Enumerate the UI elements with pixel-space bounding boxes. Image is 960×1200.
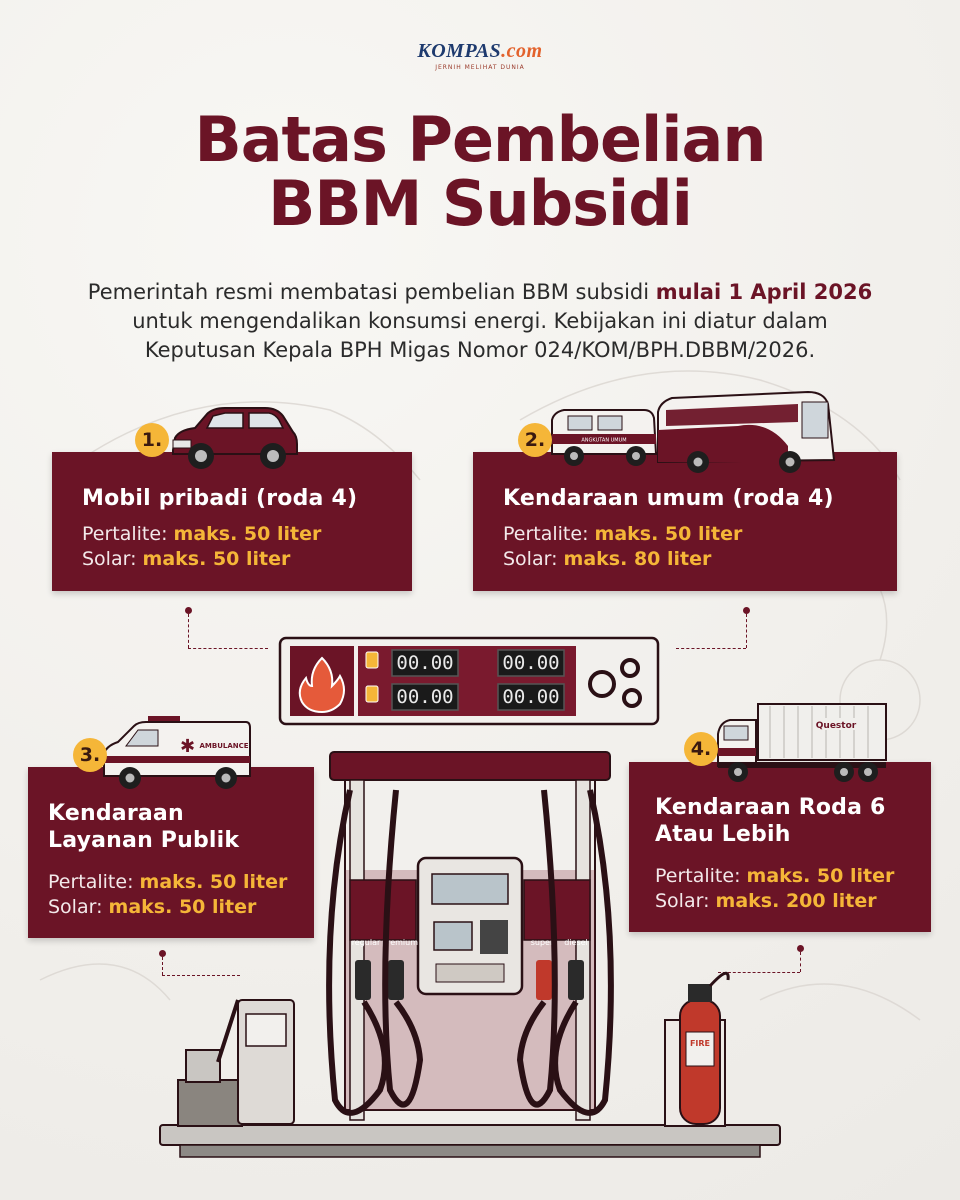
fuel-nozzles xyxy=(355,960,584,1000)
card-mobil-pribadi: Mobil pribadi (roda 4) Pertalite: maks. … xyxy=(52,452,412,591)
pertalite-label: Pertalite: xyxy=(82,523,168,545)
pertalite-label: Pertalite: xyxy=(48,871,134,893)
pertalite-limit: maks. 50 liter xyxy=(139,871,288,893)
solar-limit: maks. 50 liter xyxy=(108,896,257,918)
fuel-pump-illustration: 00.00 00.00 00.00 00.00 regular premium … xyxy=(159,636,781,1158)
connector-2-vertical xyxy=(746,614,747,648)
connector-pin-3 xyxy=(159,950,166,957)
ambulance-label: AMBULANCE xyxy=(199,742,248,750)
intro-line-3: Keputusan Kepala BPH Migas Nomor 024/KOM… xyxy=(144,338,816,362)
connector-1-vertical xyxy=(188,614,189,648)
van-label: ANGKUTAN UMUM xyxy=(581,438,626,444)
nozzle-label-super: super xyxy=(531,938,554,947)
card-number-4: 4. xyxy=(684,732,718,766)
card-number-1: 1. xyxy=(135,423,169,457)
pump-display-3: 00.00 xyxy=(502,652,559,674)
bus-and-van-icon: ANGKUTAN UMUM xyxy=(551,390,836,473)
logo-brand: KOMPAS xyxy=(417,40,502,62)
card-title-line-2: Layanan Publik xyxy=(48,828,240,853)
pertalite-label: Pertalite: xyxy=(655,865,741,887)
card-title-line-1: Kendaraan Roda 6 xyxy=(655,795,886,820)
connector-pin-1 xyxy=(185,607,192,614)
nozzle-label-diesel: diesel xyxy=(564,938,588,947)
svg-text:✱: ✱ xyxy=(180,736,195,757)
mop-bucket-icon xyxy=(177,999,243,1127)
connector-3-vertical xyxy=(162,957,163,975)
nozzle-label-premium: premium xyxy=(382,938,418,947)
connector-2-horizontal xyxy=(676,648,746,649)
solar-limit: maks. 50 liter xyxy=(142,548,291,570)
pertalite-limit: maks. 50 liter xyxy=(173,523,322,545)
pertalite-label: Pertalite: xyxy=(503,523,589,545)
logo-suffix: .com xyxy=(501,40,543,62)
intro-highlight: mulai 1 April 2026 xyxy=(655,280,873,304)
fire-extinguisher-icon: FIRE xyxy=(664,971,730,1127)
logo-tagline: JERNIH MELIHAT DUNIA xyxy=(435,64,525,71)
connector-4-vertical xyxy=(800,952,801,972)
solar-label: Solar: xyxy=(655,890,710,912)
pertalite-limit: maks. 50 liter xyxy=(594,523,743,545)
card-kendaraan-umum: Kendaraan umum (roda 4) Pertalite: maks.… xyxy=(473,452,897,591)
card-number-3: 3. xyxy=(73,738,107,772)
intro-line-2: untuk mengendalikan konsumsi energi. Keb… xyxy=(132,309,828,333)
intro-text: Pemerintah resmi membatasi pembelian BBM… xyxy=(87,280,656,304)
solar-label: Solar: xyxy=(503,548,558,570)
card-roda-6: Kendaraan Roda 6 Atau Lebih Pertalite: m… xyxy=(629,762,931,932)
pump-display-2: 00.00 xyxy=(396,686,453,708)
truck-label: Questor xyxy=(816,721,857,731)
suv-car-icon xyxy=(172,407,298,469)
card-title: Kendaraan umum (roda 4) xyxy=(503,486,834,511)
title-line-1: Batas Pembelian xyxy=(194,103,766,176)
nozzle-icon xyxy=(365,651,379,703)
solar-limit: maks. 80 liter xyxy=(563,548,712,570)
solar-label: Solar: xyxy=(48,896,103,918)
pump-display-4: 00.00 xyxy=(502,686,559,708)
connector-pin-2 xyxy=(743,607,750,614)
pertalite-limit: maks. 50 liter xyxy=(746,865,895,887)
card-layanan-publik: Kendaraan Layanan Publik Pertalite: maks… xyxy=(28,767,314,938)
connector-4-horizontal xyxy=(718,972,800,973)
intro-paragraph: Pemerintah resmi membatasi pembelian BBM… xyxy=(30,278,930,365)
truck-icon: Questor xyxy=(717,703,887,782)
connector-3-horizontal xyxy=(162,975,240,976)
connector-pin-4 xyxy=(797,945,804,952)
ambulance-icon: ✱ AMBULANCE xyxy=(103,716,251,789)
title-line-2: BBM Subsidi xyxy=(268,167,693,240)
extinguisher-label: FIRE xyxy=(690,1039,710,1048)
nozzle-label-regular: regular xyxy=(352,938,381,947)
card-title: Mobil pribadi (roda 4) xyxy=(82,486,358,511)
card-title-line-2: Atau Lebih xyxy=(655,822,791,847)
connector-1-horizontal xyxy=(188,648,268,649)
kompas-logo: KOMPAS.com JERNIH MELIHAT DUNIA xyxy=(0,40,960,71)
solar-limit: maks. 200 liter xyxy=(715,890,877,912)
card-number-2: 2. xyxy=(518,423,552,457)
gears-icon xyxy=(588,658,642,708)
pump-display-1: 00.00 xyxy=(396,652,453,674)
page-title: Batas Pembelian BBM Subsidi xyxy=(0,108,960,236)
card-title-line-1: Kendaraan xyxy=(48,801,184,826)
solar-label: Solar: xyxy=(82,548,137,570)
flame-icon xyxy=(298,656,345,714)
